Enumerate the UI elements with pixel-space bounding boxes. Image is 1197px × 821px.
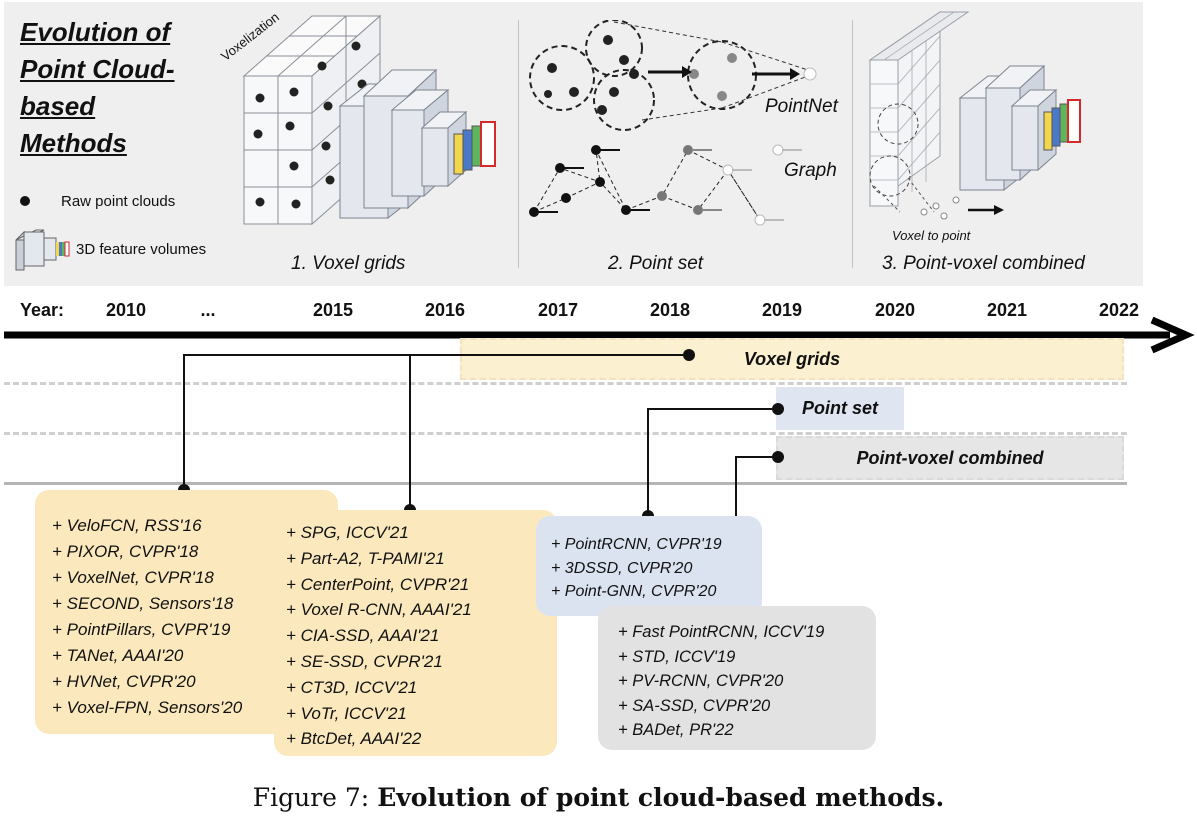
method-item: + STD, ICCV'19: [618, 647, 736, 666]
method-item: + Fast PointRCNN, ICCV'19: [618, 623, 825, 641]
year-tick-label: 2018: [649, 300, 691, 320]
lane-divider: [4, 482, 1127, 485]
section-caption-point-set: 2. Point set: [608, 253, 704, 274]
legend-feature-volumes: 3D feature volumes: [76, 241, 207, 258]
point-voxel-illustration: [868, 11, 1081, 220]
method-item: + CIA-SSD, AAAI'21: [286, 626, 440, 646]
section-caption-voxel-grids: 1. Voxel grids: [291, 253, 406, 274]
method-item: + CenterPoint, CVPR'21: [286, 574, 470, 594]
method-item: + PV-RCNN, CVPR'20: [618, 672, 784, 690]
method-group-point-set: + PointRCNN, CVPR'19 + 3DSSD, CVPR'20 + …: [536, 516, 762, 616]
pointnet-label: PointNet: [765, 96, 838, 117]
section-divider: [518, 20, 519, 268]
method-item: + TANet, AAAI'20: [52, 646, 184, 665]
year-tick-label: 2015: [312, 300, 354, 320]
method-item: + Part-A2, T-PAMI'21: [286, 548, 445, 568]
feature-volume-legend-icon: [15, 229, 70, 271]
method-item: + SA-SSD, CVPR'20: [618, 696, 771, 715]
method-item: + VeloFCN, RSS'16: [52, 516, 202, 535]
year-tick-label: 2020: [874, 300, 916, 320]
year-tick-label: 2016: [424, 300, 466, 320]
voxel-grid-illustration: [242, 14, 496, 226]
caption-prefix: Figure 7:: [252, 783, 378, 812]
method-item: + Voxel R-CNN, AAAI'21: [286, 600, 472, 620]
method-item: + PointRCNN, CVPR'19: [551, 536, 722, 553]
year-label: Year:: [20, 300, 65, 320]
graph-label: Graph: [784, 160, 837, 181]
year-tick-label: ...: [200, 300, 216, 320]
method-item: + VoTr, ICCV'21: [286, 703, 407, 723]
illustration-panel: [4, 2, 1143, 286]
year-tick-label: 2019: [761, 300, 803, 320]
track-point-voxel: Point-voxel combined: [776, 436, 1124, 480]
method-item: + SECOND, Sensors'18: [52, 594, 234, 613]
method-item: + VoxelNet, CVPR'18: [52, 568, 214, 587]
method-group-point-voxel: + Fast PointRCNN, ICCV'19 + STD, ICCV'19…: [598, 606, 876, 750]
voxel-to-point-label: Voxel to point: [892, 228, 971, 243]
method-item: + BADet, PR'22: [618, 721, 734, 739]
method-item: + Voxel-FPN, Sensors'20: [52, 698, 243, 717]
method-item: + SPG, ICCV'21: [286, 523, 409, 542]
method-item: + CT3D, ICCV'21: [286, 677, 418, 697]
year-tick-label: 2010: [105, 300, 147, 320]
method-item: + HVNet, CVPR'20: [52, 672, 196, 691]
point-set-illustration: [529, 20, 817, 226]
year-tick-label: 2022: [1098, 300, 1140, 320]
caption-text: Evolution of point cloud-based methods.: [377, 783, 945, 812]
method-item: + Point-GNN, CVPR'20: [551, 583, 717, 600]
method-group-voxel-recent: + SPG, ICCV'21 + Part-A2, T-PAMI'21 + Ce…: [274, 510, 557, 756]
year-tick-label: 2017: [537, 300, 579, 320]
lane-divider: [4, 382, 1127, 385]
section-caption-point-voxel: 3. Point-voxel combined: [882, 253, 1085, 274]
year-tick-label: 2021: [986, 300, 1028, 320]
lane-divider: [4, 432, 1127, 435]
legend-raw-points: Raw point clouds: [61, 193, 176, 210]
method-item: + BtcDet, AAAI'22: [286, 729, 422, 749]
timeline-arrow: [4, 316, 1195, 354]
track-point-set: Point set: [776, 387, 904, 430]
raw-point-legend-icon: [20, 196, 30, 206]
method-item: + 3DSSD, CVPR'20: [551, 559, 693, 577]
figure-caption: Figure 7: Evolution of point cloud-based…: [0, 783, 1197, 812]
method-item: + PointPillars, CVPR'19: [52, 620, 231, 639]
method-item: + SE-SSD, CVPR'21: [286, 651, 443, 671]
method-item: + PIXOR, CVPR'18: [52, 542, 199, 561]
diagram-title: Evolution of Point Cloud- based Methods: [20, 17, 175, 158]
track-voxel-grids: Voxel grids: [460, 338, 1124, 380]
section-divider: [852, 20, 853, 268]
